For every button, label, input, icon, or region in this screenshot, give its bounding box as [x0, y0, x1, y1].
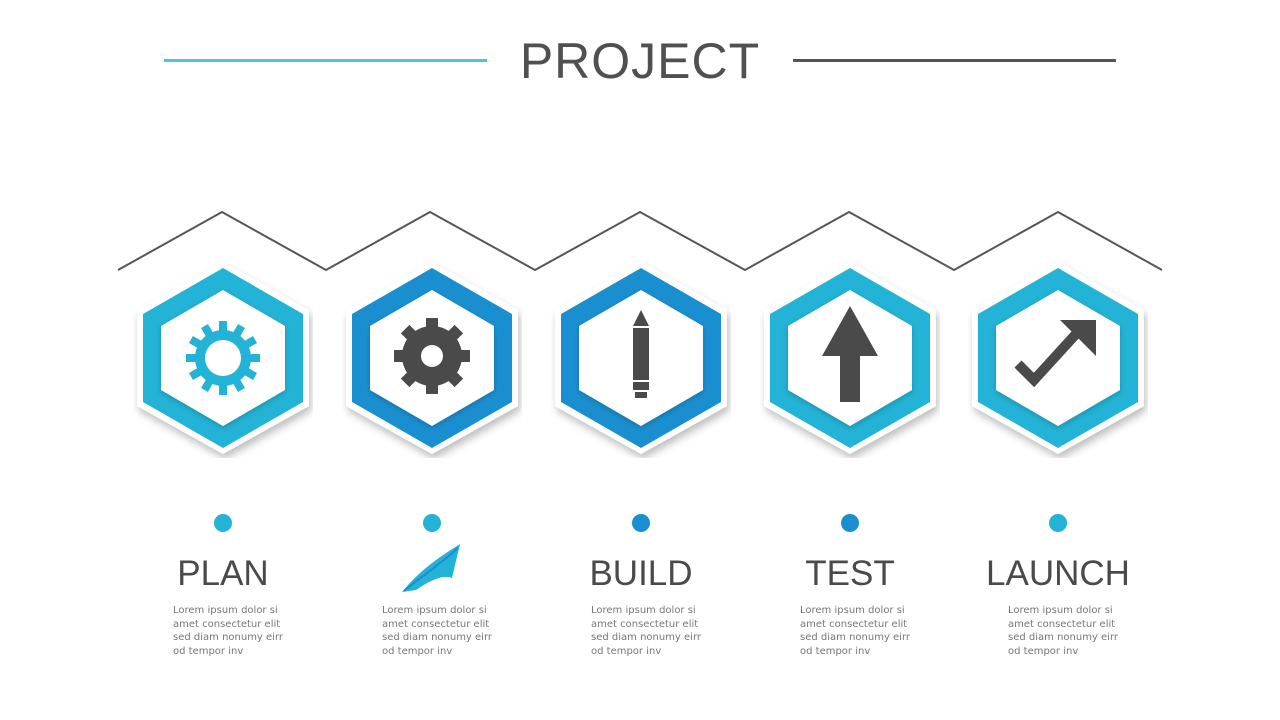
- title-rule-right: [793, 59, 1116, 62]
- pencil-icon: [633, 310, 649, 398]
- arrow-up-icon: [822, 306, 878, 402]
- page-title: PROJECT: [519, 33, 761, 89]
- swoosh-shape: [402, 544, 460, 592]
- step-label: TEST: [805, 554, 895, 593]
- step-label: BUILD: [589, 554, 693, 593]
- gear-outline-icon: [186, 321, 260, 395]
- step-dot: [1049, 514, 1067, 532]
- step-dot: [632, 514, 650, 532]
- step-dot: [423, 514, 441, 532]
- step-label: PLAN: [177, 554, 269, 593]
- step-dot: [214, 514, 232, 532]
- step-dot: [841, 514, 859, 532]
- gear-icon: [394, 318, 470, 394]
- step-label: LAUNCH: [986, 554, 1130, 593]
- trend-arrow-icon: [1014, 320, 1096, 388]
- title-rule-left: [164, 59, 487, 62]
